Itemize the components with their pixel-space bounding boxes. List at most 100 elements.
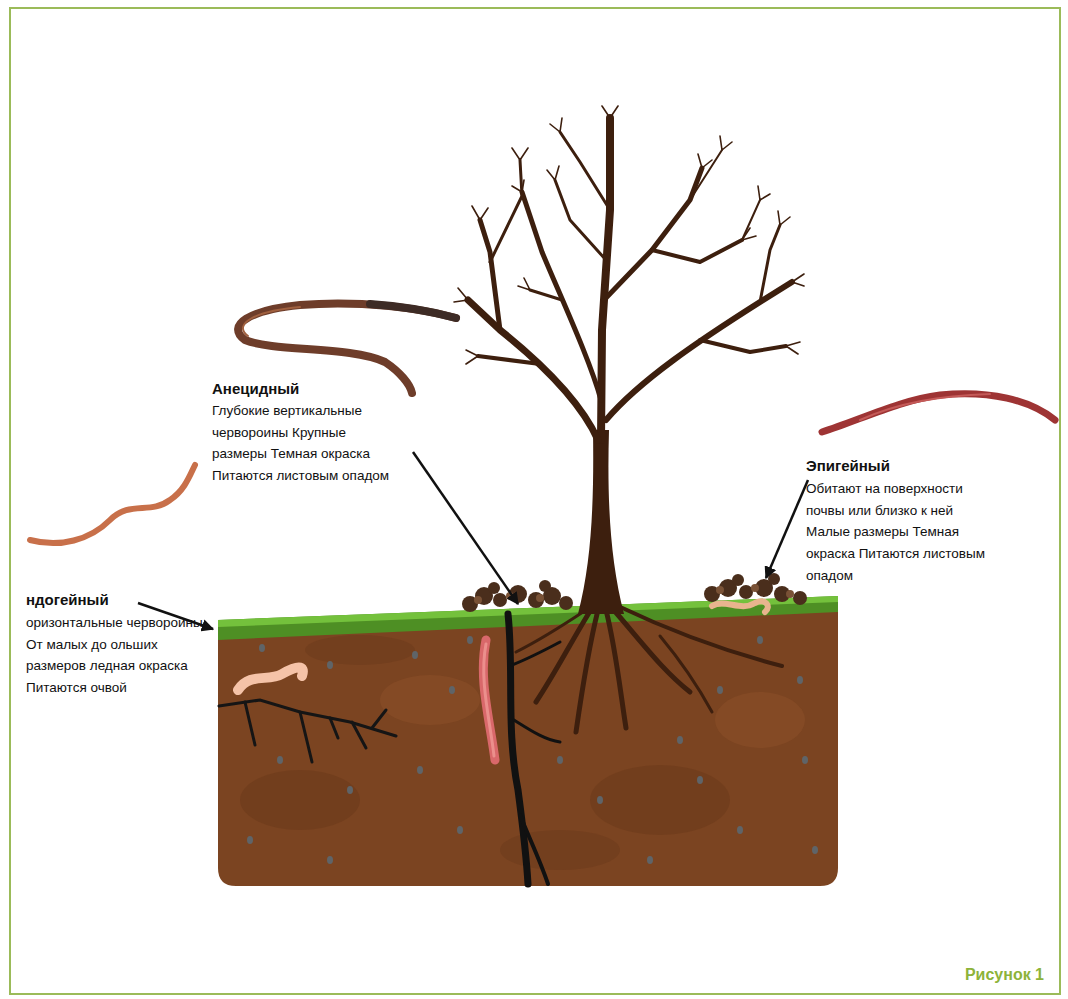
pebbles-part: [802, 756, 808, 764]
tree-part: [454, 106, 804, 364]
pebbles-part: [327, 856, 333, 864]
tree-part: [601, 118, 610, 440]
tree-part: [480, 220, 500, 330]
tree-part: [530, 290, 562, 300]
endogeic-burrow-part: [245, 702, 255, 745]
soil-part: [218, 604, 838, 886]
tree: [454, 106, 804, 614]
pebbles-part: [277, 756, 283, 764]
pebbles-part: [812, 846, 818, 854]
grass: [218, 596, 838, 640]
pebbles-part: [737, 826, 743, 834]
leaf-litter-part: [474, 596, 482, 604]
soil-worms: [238, 601, 768, 760]
floating-worms-part: [370, 304, 456, 318]
pebbles-part: [757, 636, 763, 644]
pebbles-part: [417, 766, 423, 774]
endogeic-burrow-part: [300, 712, 312, 762]
endogeic-burrow-part: [352, 722, 366, 748]
pebbles-part: [259, 644, 265, 652]
pebbles-part: [449, 686, 455, 694]
leaf-litter-part: [732, 574, 744, 586]
tree-roots-part: [606, 610, 626, 728]
pointer-arrows-part: [413, 452, 518, 604]
tree-part: [690, 150, 722, 200]
leaf-litter: [462, 573, 807, 612]
soil-worms-part: [712, 601, 768, 612]
pebbles-part: [247, 836, 253, 844]
tree-part: [578, 430, 624, 614]
tree-part: [522, 192, 601, 400]
tree-part: [604, 168, 702, 300]
pebbles: [247, 636, 818, 864]
group-description: Глубокие вертикальные червороины Крупные…: [212, 400, 398, 487]
pointer-arrows-part: [766, 480, 808, 578]
tree-roots: [516, 606, 782, 732]
group-description: оризонтальные червороины От малых до оль…: [26, 612, 216, 699]
soil: [218, 604, 838, 886]
pebbles-part: [677, 736, 683, 744]
tree-part: [490, 160, 522, 262]
pebbles-part: [327, 661, 333, 669]
pebbles-part: [467, 636, 473, 644]
tree-part: [652, 240, 742, 262]
leaf-litter-part: [539, 580, 551, 592]
leaf-litter-part: [536, 594, 544, 602]
group-heading: ндогейный: [26, 591, 109, 609]
leaf-litter-part: [528, 592, 544, 608]
tree-part: [742, 200, 760, 240]
endogeic-burrow-part: [330, 718, 338, 738]
soil-worms-part: [238, 668, 303, 691]
leaf-litter-part: [786, 590, 794, 598]
tree-roots-part: [660, 636, 712, 712]
tree-part: [478, 356, 540, 364]
soil-part: [500, 830, 620, 870]
soil-part: [240, 770, 360, 830]
anecic-burrow-part: [512, 642, 560, 665]
floating-worms-part: [238, 303, 456, 393]
tree-part: [700, 340, 786, 352]
grass-part: [218, 596, 838, 640]
pebbles-part: [597, 796, 603, 804]
anecic-burrow-part: [514, 720, 560, 742]
figure-caption: Рисунок 1: [965, 966, 1044, 984]
tree-part: [606, 282, 792, 420]
pebbles-part: [697, 776, 703, 784]
leaf-litter-part: [488, 582, 500, 594]
pebbles-part: [557, 756, 563, 764]
floating-worms-part: [860, 394, 990, 420]
tree-part: [468, 300, 598, 440]
tree-part: [760, 225, 780, 302]
tree-part: [560, 132, 610, 210]
leaf-litter-part: [493, 593, 507, 607]
leaf-litter-part: [751, 584, 759, 592]
endogeic-burrow: [219, 700, 396, 762]
tree-roots-part: [516, 610, 586, 652]
floating-worms-part: [822, 394, 1055, 432]
group-heading: Анецидный: [212, 380, 299, 398]
pebbles-part: [717, 686, 723, 694]
grass-part: [218, 596, 838, 627]
leaf-litter-part: [768, 573, 780, 585]
floating-worms-part: [243, 307, 300, 336]
leaf-litter-part: [559, 596, 573, 610]
soil-worms-part: [484, 644, 494, 756]
frame: [10, 8, 1060, 994]
endogeic-burrow-part: [372, 710, 386, 728]
pebbles-part: [457, 826, 463, 834]
leaf-litter-part: [716, 586, 724, 594]
soil-worms-part: [483, 640, 495, 760]
pebbles-part: [347, 786, 353, 794]
soil-part: [715, 692, 805, 748]
anecic-burrow-part: [508, 614, 528, 884]
group-heading: Эпигейный: [806, 457, 890, 475]
pebbles-part: [797, 676, 803, 684]
leaf-litter-part: [739, 585, 753, 599]
leaf-litter-part: [793, 591, 807, 605]
soil-part: [305, 635, 415, 665]
anecic-burrow: [508, 614, 560, 884]
pebbles-part: [412, 651, 418, 659]
soil-part: [590, 765, 730, 835]
